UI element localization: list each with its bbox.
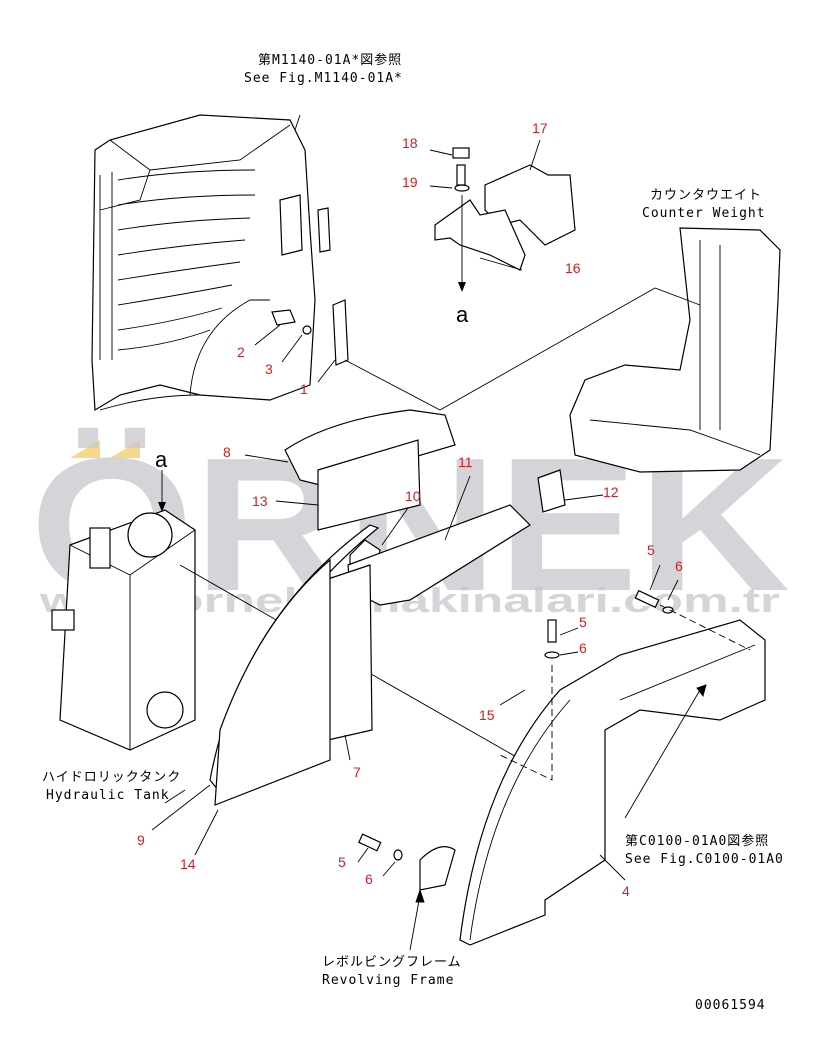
side-cover: [358, 589, 766, 946]
callout-12: 12: [603, 484, 619, 500]
callout-1: 1: [300, 381, 308, 397]
leader-lines: [151, 114, 707, 951]
callout-5: 5: [647, 542, 655, 558]
ref-bottom-en: See Fig.C0100-01A0: [625, 852, 784, 867]
revolving-frame-label-jp: レボルビングフレーム: [322, 955, 462, 970]
ref-top-jp: 第M1140-01A*図参照: [258, 52, 402, 68]
logo-accent-mark: [110, 440, 140, 458]
callout-5: 5: [338, 854, 346, 870]
callout-10: 10: [405, 488, 421, 504]
seal-parts: [209, 409, 566, 806]
view-marker-a: a: [456, 302, 469, 327]
callouts: 18 17 19 16 2 3 1 8 13 10 11 12 5 6 5 6 …: [137, 120, 683, 899]
callout-2: 2: [237, 344, 245, 360]
logo-accent-mark: [70, 440, 100, 458]
callout-16: 16: [565, 260, 581, 276]
counter-weight-label-en: Counter Weight: [642, 206, 766, 221]
callout-14: 14: [180, 856, 196, 872]
callout-11: 11: [458, 454, 473, 470]
callout-17: 17: [532, 120, 548, 136]
callout-6: 6: [675, 558, 683, 574]
callout-15: 15: [479, 707, 495, 723]
callout-19: 19: [402, 174, 418, 190]
callout-4: 4: [622, 883, 630, 899]
figure-number: 00061594: [695, 998, 766, 1013]
bracket-set: [434, 147, 576, 292]
view-marker-a: a: [155, 447, 168, 472]
callout-13: 13: [252, 493, 268, 509]
callout-5: 5: [579, 614, 587, 630]
callout-6: 6: [365, 871, 373, 887]
hydraulic-tank-label-jp: ハイドロリックタンク: [42, 770, 181, 785]
callout-9: 9: [137, 832, 145, 848]
ref-bottom-jp: 第C0100-01A0図参照: [625, 833, 769, 849]
callout-8: 8: [223, 444, 231, 460]
counter-weight: [344, 227, 781, 473]
callout-7: 7: [353, 764, 361, 780]
callout-6: 6: [579, 640, 587, 656]
hydraulic-tank-label-en: Hydraulic Tank: [46, 788, 170, 803]
hydraulic-tank: [51, 470, 549, 776]
callout-18: 18: [402, 135, 418, 151]
revolving-frame-label-en: Revolving Frame: [322, 973, 454, 988]
counter-weight-label-jp: カウンタウエイト: [650, 188, 762, 203]
ref-top-en: See Fig.M1140-01A*: [244, 71, 403, 86]
hood-assembly: [91, 114, 349, 412]
callout-3: 3: [265, 361, 273, 377]
